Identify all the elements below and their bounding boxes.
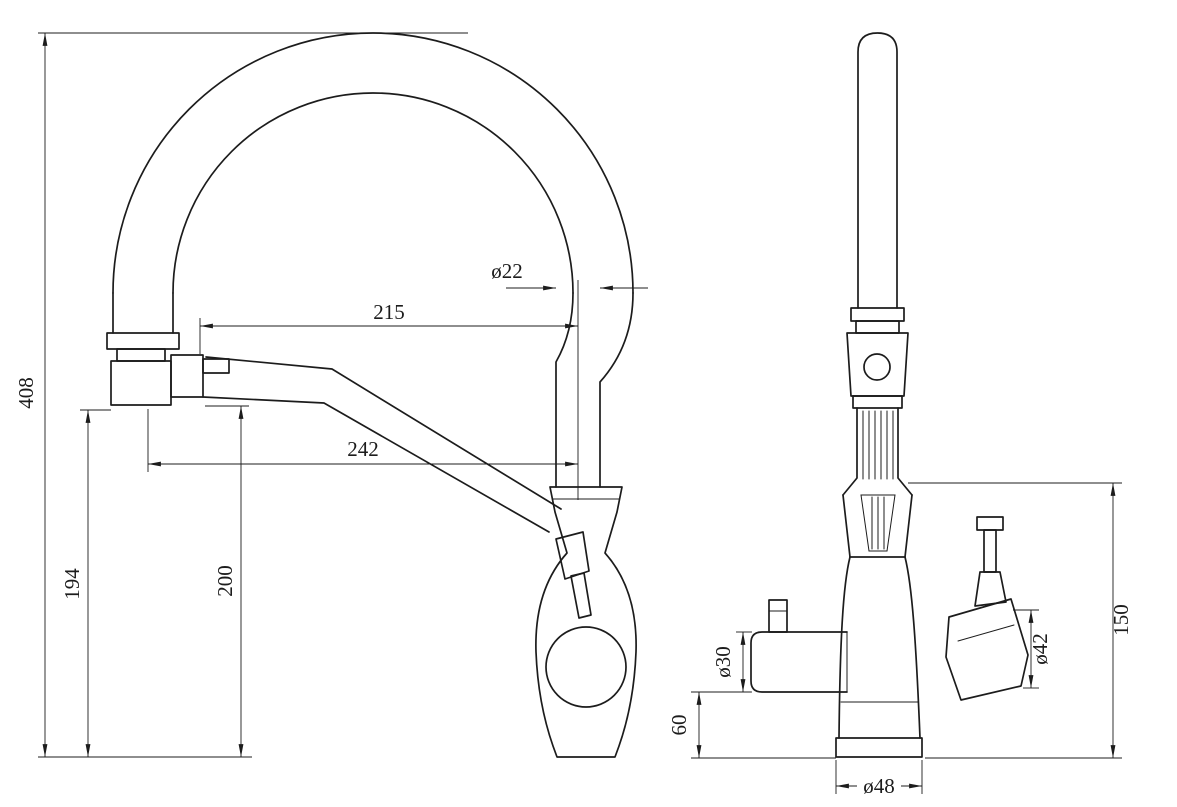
body-block (110, 360, 172, 406)
dim-label-o42: ø42 (1028, 633, 1052, 665)
lever-stem (570, 572, 592, 619)
spray-head (535, 486, 637, 758)
right-handle-body (945, 598, 1029, 701)
bracket-a (170, 354, 204, 398)
dim-arm-reach: 242 (147, 409, 579, 472)
left-handle-stem (768, 599, 788, 633)
valve-box-outline (846, 332, 909, 397)
dim-label-200: 200 (213, 565, 237, 597)
collar-ring-3 (852, 395, 903, 409)
side-main-body (835, 556, 923, 758)
spout-arm (202, 356, 562, 533)
valve-body (106, 332, 230, 406)
dim-label-o22: ø22 (491, 259, 523, 283)
arm-top-edge (205, 356, 562, 510)
dim-label-215: 215 (373, 300, 405, 324)
valve-screw-circle (863, 353, 891, 381)
dim-body-height: 150 (908, 482, 1133, 759)
gooseneck-tube (112, 32, 634, 488)
dim-overall-height: 408 (14, 32, 468, 758)
hose-right-outer (599, 292, 634, 488)
right-mixer-handle (945, 516, 1029, 701)
right-handle-taper (974, 571, 1007, 607)
side-top-tube (850, 32, 905, 334)
top-tube-outline (857, 32, 898, 309)
left-handle-body (750, 631, 848, 693)
gooseneck-inner-arc (172, 92, 574, 294)
dim-spout-reach: 215 (199, 280, 579, 500)
right-handle-stem (983, 529, 997, 573)
collar-ring-1 (850, 307, 905, 322)
dim-label-242: 242 (347, 437, 379, 461)
cradle-inner (860, 494, 896, 552)
collar-ring-2 (855, 320, 900, 334)
base-outline (835, 737, 923, 758)
side-ribbed-section (842, 407, 913, 496)
side-head-cradle (842, 494, 913, 558)
body-left-edge (838, 556, 851, 739)
left-filter-handle (750, 599, 848, 693)
side-view: ø30 60 ø42 150 ø48 (667, 32, 1133, 798)
hose-right-inner (555, 292, 574, 488)
collar (106, 332, 180, 350)
head-outline (535, 486, 637, 758)
neck (116, 348, 166, 362)
dim-label-o48: ø48 (863, 774, 895, 798)
bracket-b (202, 358, 230, 374)
dim-label-194: 194 (60, 568, 84, 600)
gooseneck-outer-arc (112, 32, 634, 294)
right-handle-joint-line (957, 624, 1015, 642)
dim-left-height: 194 (60, 409, 111, 758)
dim-base-diameter: ø48 (835, 760, 923, 798)
dim-handle-base-height: 60 (667, 691, 836, 759)
body-right-edge (904, 556, 921, 739)
rib-left-edge (842, 407, 858, 496)
cradle-left-edge (842, 494, 851, 558)
cradle-right-edge (904, 494, 913, 558)
right-handle-cap (976, 516, 1004, 531)
dim-label-408: 408 (14, 377, 38, 409)
arm-bottom-edge (202, 396, 550, 533)
dim-label-o30: ø30 (711, 646, 735, 678)
rib-right-edge (897, 407, 913, 496)
dim-arm-height: 200 (205, 405, 249, 758)
dim-right-handle-diameter: ø42 (1013, 609, 1052, 689)
dim-label-60: 60 (667, 715, 691, 736)
sprayer-face-circle (545, 626, 627, 708)
lever-paddle (555, 531, 590, 580)
dim-left-handle-diameter: ø30 (711, 631, 752, 693)
side-valve-box (846, 332, 909, 409)
front-view: 408 215 ø22 242 194 (14, 32, 648, 758)
dim-hose-diameter: ø22 (491, 259, 648, 291)
dim-label-150: 150 (1109, 604, 1133, 636)
